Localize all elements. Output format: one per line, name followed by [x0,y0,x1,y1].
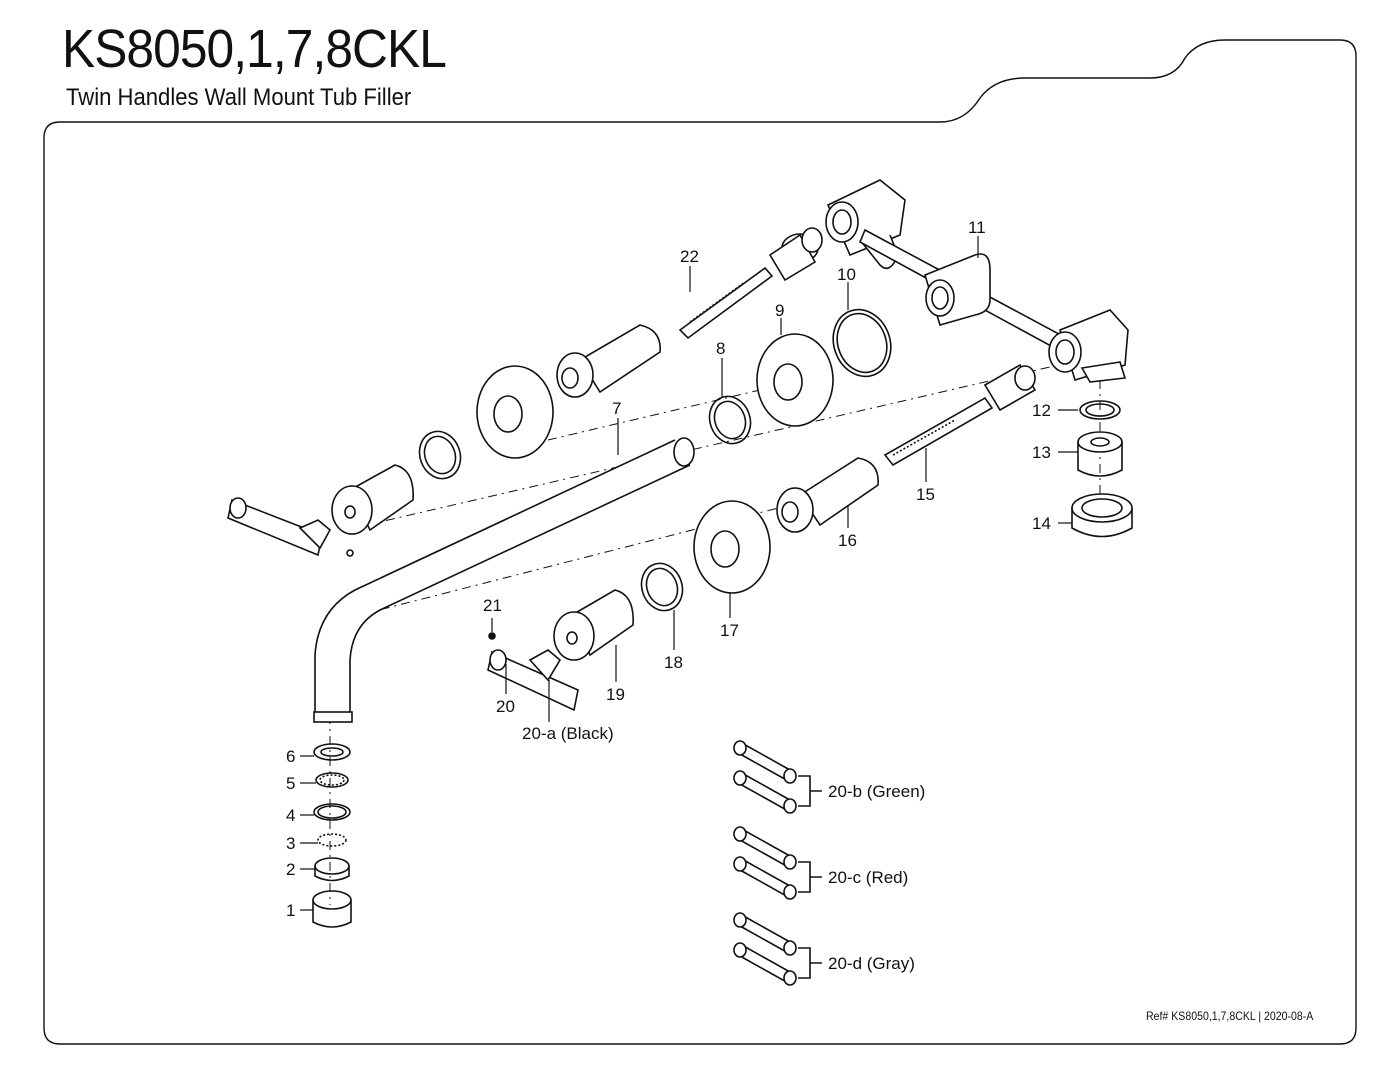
callout-20-b: 20-b (Green) [828,782,925,801]
callout-6: 6 [286,747,295,766]
part-15-cartridge [883,363,1037,467]
callout-3: 3 [286,834,295,853]
page-title: KS8050,1,7,8CKL [62,19,447,79]
callout-4: 4 [286,806,295,825]
callout-8: 8 [716,339,725,358]
part-8-washer [708,395,752,445]
part-16-sleeve [776,457,879,533]
part-12-washer [1079,400,1121,420]
callout-15: 15 [916,485,935,504]
callout-5: 5 [286,774,295,793]
callout-7: 7 [612,399,621,418]
callout-12: 12 [1032,401,1051,420]
callout-20-c: 20-c (Red) [828,868,908,887]
callout-14: 14 [1032,514,1051,533]
part-7-spout [313,437,695,723]
callout-16: 16 [838,531,857,550]
callout-9: 9 [775,301,784,320]
upper-sleeve [556,324,661,398]
callout-20-d: 20-d (Gray) [828,954,915,973]
callout-13: 13 [1032,443,1051,462]
aerator-parts [312,743,352,928]
part-9-flange [756,333,834,427]
part-18-washer [640,562,684,612]
part-10-o-ring [832,308,892,378]
callout-20-a: 20-a (Black) [522,724,614,743]
callout-1: 1 [286,901,295,920]
reference-footer: Ref# KS8050,1,7,8CKL | 2020-08-A [1146,1009,1314,1023]
upper-washer [418,430,462,480]
callout-2: 2 [286,860,295,879]
diagram-frame [43,39,1357,1045]
callout-18: 18 [664,653,683,672]
callout-19: 19 [606,685,625,704]
center-lines [329,359,1101,905]
callout-21: 21 [483,596,502,615]
part-14-nut [1071,493,1133,538]
callout-11: 11 [968,218,986,237]
part-13-adapter [1077,431,1123,477]
callout-10: 10 [837,265,856,284]
page-subtitle: Twin Handles Wall Mount Tub Filler [66,84,412,111]
callout-17: 17 [720,621,739,640]
part-19-handle [487,589,634,712]
part-22-cartridge [678,227,823,340]
callout-20: 20 [496,697,515,716]
handle-variant-rods [733,740,822,986]
leader-lines [300,236,1078,911]
part-11-valve-body [825,179,1129,383]
callout-labels: 1 2 3 4 5 6 7 8 9 10 11 12 13 14 15 16 1… [286,218,1051,973]
upper-handle [227,464,414,557]
part-17-flange [693,500,771,594]
callout-22: 22 [680,247,699,266]
upper-flange [476,365,554,459]
